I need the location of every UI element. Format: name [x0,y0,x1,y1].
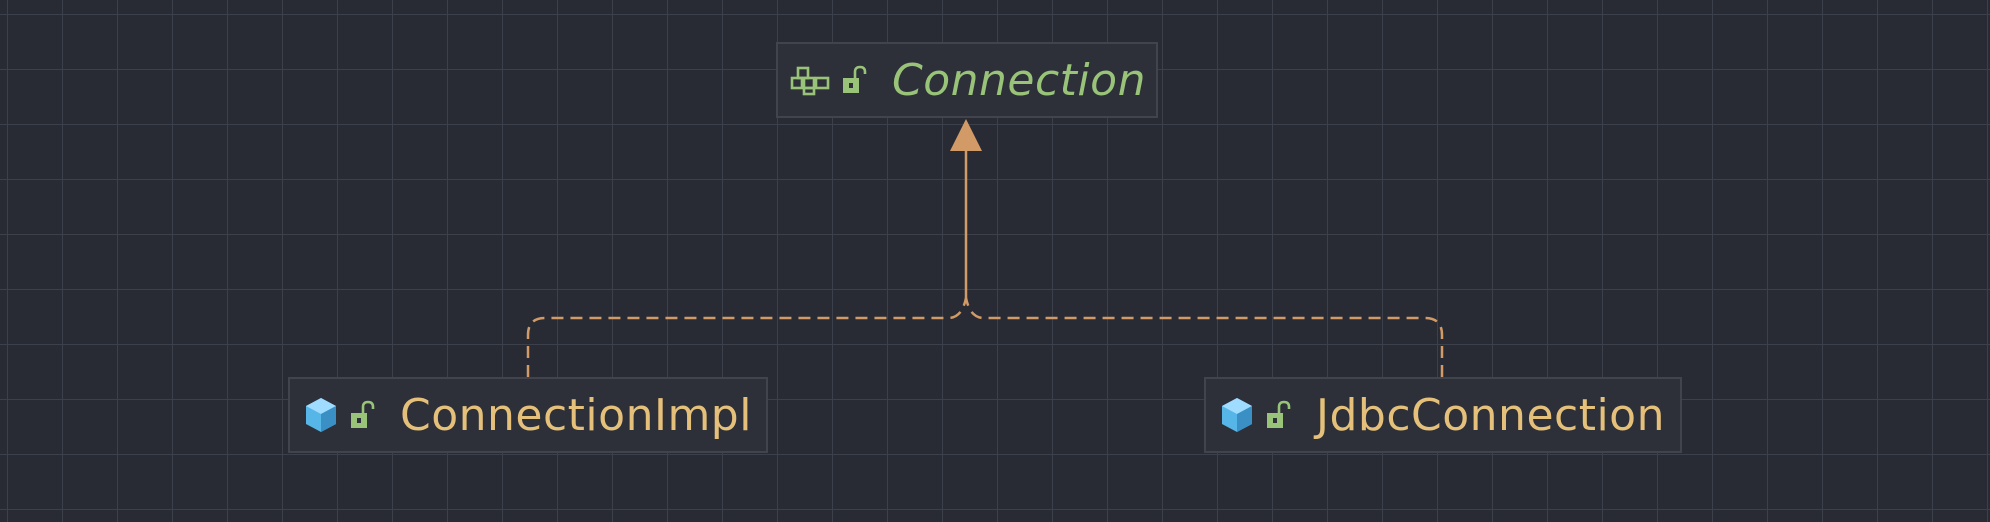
class-icon [1220,396,1254,434]
node-label: Connection [892,54,1146,106]
implements-edge-jdbcconnection[interactable] [964,297,1444,377]
inheritance-arrowhead [950,119,982,151]
unlocked-icon [350,400,376,430]
interface-node-connection[interactable]: Connection [776,42,1158,118]
node-label: JdbcConnection [1316,389,1665,441]
class-node-jdbcconnection[interactable]: JdbcConnection [1204,377,1682,453]
unlocked-icon [842,65,868,95]
class-node-connectionimpl[interactable]: ConnectionImpl [288,377,768,453]
node-label: ConnectionImpl [400,389,752,441]
implements-edge-connectionimpl[interactable] [526,297,968,377]
unlocked-icon [1266,400,1292,430]
interface-icon [790,64,832,96]
class-icon [304,396,338,434]
